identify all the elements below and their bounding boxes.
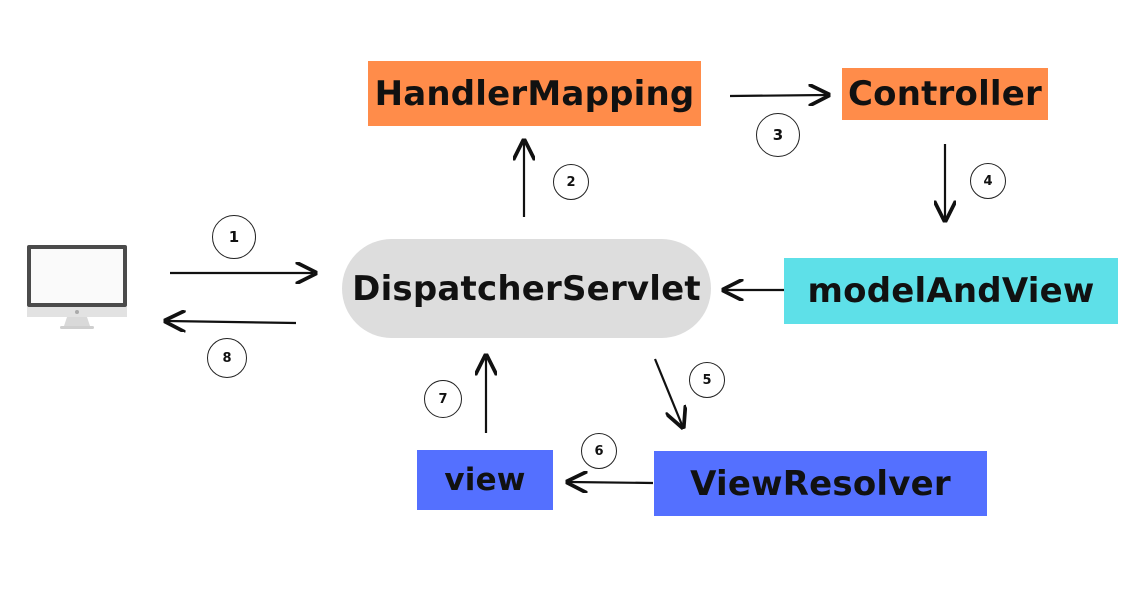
model-and-view-label: modelAndView (807, 271, 1095, 311)
step-7-badge: 7 (424, 380, 462, 418)
step-1-badge: 1 (212, 215, 256, 259)
step-2-badge: 2 (553, 164, 589, 200)
step-5-badge: 5 (689, 362, 725, 398)
handler-mapping-node: HandlerMapping (368, 61, 701, 126)
view-label: view (444, 462, 526, 498)
dispatcher-servlet-label: DispatcherServlet (352, 268, 701, 309)
arrow-5-dispatcher-to-viewresolver (653, 358, 682, 425)
view-node: view (417, 450, 553, 510)
controller-node: Controller (842, 68, 1048, 120)
step-3-badge: 3 (756, 113, 800, 157)
arrow-8-dispatcher-to-client (168, 321, 297, 323)
view-resolver-label: ViewResolver (690, 463, 951, 504)
step-8-badge: 8 (207, 338, 247, 378)
model-and-view-node: modelAndView (784, 258, 1118, 324)
step-6-badge: 6 (581, 433, 617, 469)
view-resolver-node: ViewResolver (654, 451, 987, 516)
controller-label: Controller (847, 74, 1043, 114)
arrow-3-handlermapping-to-controller (729, 95, 826, 96)
computer-monitor-icon (27, 245, 127, 329)
arrow-6-viewresolver-to-view (570, 482, 654, 483)
handler-mapping-label: HandlerMapping (374, 73, 695, 114)
dispatcher-servlet-node: DispatcherServlet (342, 239, 711, 338)
step-4-badge: 4 (970, 163, 1006, 199)
